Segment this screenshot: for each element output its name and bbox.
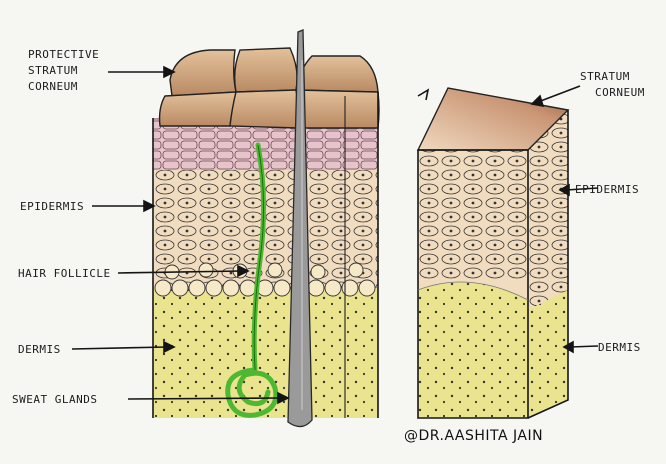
right-skin-block (418, 88, 568, 418)
label-protective-line3: CORNEUM (28, 80, 78, 93)
label-epidermis-left: EPIDERMIS (20, 200, 84, 213)
label-protective-line2: STRATUM (28, 64, 78, 77)
label-sweat-glands: SWEAT GLANDS (12, 393, 97, 406)
label-protective-line1: PROTECTIVE (28, 48, 99, 61)
label-dermis-right: DERMIS (598, 341, 641, 354)
label-stratum-right-line1: STRATUM (580, 70, 630, 83)
left-corneum-blocks (160, 48, 379, 128)
label-epidermis-right: EPIDERMIS (575, 183, 639, 196)
author-credit: @DR.AASHITA JAIN (404, 428, 543, 444)
label-hair-follicle: HAIR FOLLICLE (18, 267, 111, 280)
label-dermis-left: DERMIS (18, 343, 61, 356)
left-skin-block (153, 30, 379, 427)
label-stratum-right-line2: CORNEUM (595, 86, 645, 99)
